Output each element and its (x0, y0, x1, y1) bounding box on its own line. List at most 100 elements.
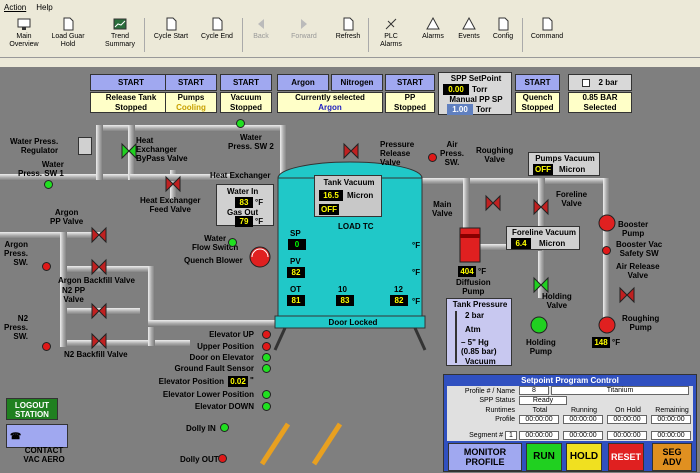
monitor-icon (17, 18, 31, 30)
roughing-pump-label: Roughing Pump (622, 314, 660, 332)
elevator-up-indicator (262, 330, 271, 339)
argon-backfill-valve-label: Argon Backfill Valve (58, 276, 135, 285)
toolbar-separator (522, 18, 523, 52)
argon-backfill-valve[interactable] (91, 258, 107, 276)
two-bar-checkbox[interactable] (582, 78, 591, 87)
pp-start-button[interactable]: START (385, 74, 435, 91)
alarm-icon (426, 16, 440, 30)
hold-button[interactable]: HOLD (566, 443, 602, 471)
diffusion-pump-label: Diffusion Pump (456, 278, 491, 296)
main-overview-button[interactable]: Main Overview (2, 17, 46, 55)
foreline-vacuum-value: 6.4 (511, 238, 531, 249)
menu-action[interactable]: Action (4, 2, 27, 12)
main-overview-label: Main Overview (9, 33, 39, 48)
contact-vac-aero-button[interactable]: ☎ CONTACT VAC AERO (6, 424, 68, 464)
command-icon (542, 17, 553, 31)
menu-help[interactable]: Help (36, 2, 53, 12)
argon-pp-valve[interactable] (91, 226, 107, 244)
pumps-status-label: Pumps (177, 93, 205, 102)
roughing-pump[interactable] (596, 316, 618, 334)
elevator-lower-position-label: Elevator Lower Position (162, 390, 254, 399)
air-press-sw-indicator (428, 153, 437, 162)
config-button[interactable]: Config (488, 17, 518, 55)
run-button[interactable]: RUN (526, 443, 562, 471)
pressure-release-valve[interactable] (343, 142, 359, 160)
nitrogen-button[interactable]: Nitrogen (331, 74, 383, 91)
pressure-release-valve-label: Pressure Release Valve (380, 140, 415, 167)
n2-backfill-valve[interactable] (91, 332, 107, 350)
tank-vacuum-state: OFF (319, 204, 339, 215)
monitor-profile-button[interactable]: MONITOR PROFILE (448, 443, 522, 471)
pumps-start-button[interactable]: START (165, 74, 217, 91)
events-label: Events (458, 33, 480, 40)
runtimes-label: Runtimes (485, 407, 515, 414)
cycle-end-label: Cycle End (201, 33, 233, 40)
logout-station-button[interactable]: LOGOUT STATION (6, 398, 58, 420)
water-press-sw2-indicator (236, 119, 245, 128)
refresh-label: Refresh (335, 33, 361, 40)
alarms-button[interactable]: Alarms (418, 16, 448, 55)
argon-button[interactable]: Argon (277, 74, 329, 91)
toolbar-separator (144, 18, 145, 52)
hx-feed-valve[interactable] (165, 175, 181, 193)
foreline-valve[interactable] (533, 198, 549, 216)
holding-pump[interactable] (528, 316, 550, 334)
quench-blower[interactable] (248, 246, 274, 268)
release-tank-start-button[interactable]: START (90, 74, 172, 91)
manual-pp-sp-input[interactable]: 1.00 (447, 104, 473, 115)
water-inlet-pipe (0, 174, 130, 181)
foreline-vacuum-panel: Foreline Vacuum 6.4 Micron (506, 226, 580, 250)
quench-start-button[interactable]: START (515, 74, 560, 91)
tank-vacuum-unit: Micron (347, 191, 374, 200)
back-button[interactable]: Back (246, 17, 276, 55)
profile-name-field[interactable]: Titanium (551, 386, 689, 395)
water-in-value: 83 (235, 197, 253, 208)
profile-remaining-time: 00:00:00 (651, 415, 691, 424)
holding-valve[interactable] (533, 276, 549, 294)
cycle-end-icon (212, 17, 223, 31)
n2-pp-valve[interactable] (91, 302, 107, 320)
tank-pressure-5hg: – 5" Hg (0.85 bar) (461, 338, 497, 356)
seg-adv-button[interactable]: SEG ADV (652, 443, 692, 471)
cycle-end-button[interactable]: Cycle End (196, 17, 238, 55)
forward-button[interactable]: Forward (284, 17, 324, 55)
cycle-start-button[interactable]: Cycle Start (148, 17, 194, 55)
config-icon (498, 17, 509, 31)
plc-alarms-button[interactable]: PLC Alarms (372, 17, 410, 55)
spp-setpoint-value: 0.00 (443, 84, 469, 95)
water-press-sw2-label: Water Press. SW 2 (228, 133, 274, 151)
roughing-valve[interactable] (485, 194, 501, 212)
col-remaining-header: Remaining (655, 407, 689, 414)
tank-pressure-vacuum: Vacuum (465, 357, 496, 366)
profile-onhold-time: 00:00:00 (607, 415, 647, 424)
setpoint-title: Setpoint Program Control (521, 376, 619, 385)
air-release-valve[interactable] (619, 286, 635, 304)
tank-deg-f-1: °F (412, 241, 421, 250)
diffusion-temp-value: 404 (458, 266, 476, 277)
events-button[interactable]: Events (454, 16, 484, 55)
segment-number-field[interactable]: 1 (505, 431, 517, 440)
booster-pump[interactable] (596, 214, 618, 232)
water-down-pipe (280, 125, 287, 175)
trend-summary-button[interactable]: Trend Summary (100, 17, 140, 55)
command-button[interactable]: Command (526, 17, 568, 55)
profile-number-field[interactable]: 8 (519, 386, 549, 395)
trend-icon (113, 18, 127, 30)
load-guar-hold-button[interactable]: Load Guar Hold (48, 17, 88, 55)
two-bar-toggle[interactable]: 2 bar (568, 74, 632, 91)
pv-value: 82 (287, 267, 305, 278)
vacuum-start-button[interactable]: START (220, 74, 272, 91)
gas-riser-pipe (148, 266, 155, 346)
vacuum-header-pipe (420, 178, 610, 185)
bar-selected-label: Selected (583, 103, 617, 112)
tc12-value: 82 (390, 295, 408, 306)
setpoint-program-control: Setpoint Program Control Profile # / Nam… (443, 374, 697, 472)
hx-bypass-valve[interactable] (121, 142, 137, 160)
n2-press-sw-label: N2 Press. SW. (4, 314, 29, 341)
bar-status: 0.85 BAR Selected (568, 92, 632, 113)
back-icon (258, 19, 264, 29)
trend-summary-label: Trend Summary (105, 33, 135, 48)
refresh-button[interactable]: Refresh (332, 17, 364, 55)
diffusion-pump[interactable] (456, 227, 484, 264)
reset-button[interactable]: RESET (608, 443, 644, 471)
